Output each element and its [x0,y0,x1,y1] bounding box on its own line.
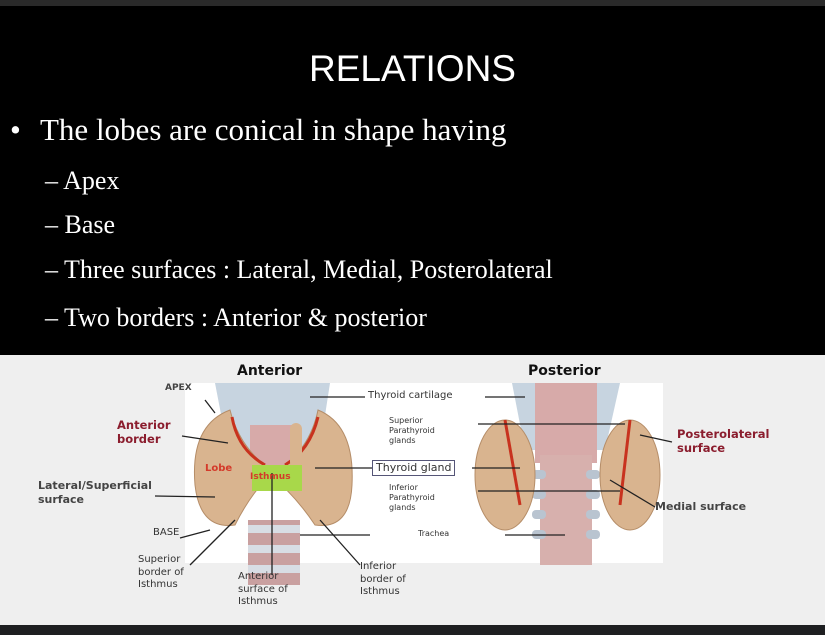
anterior-view [193,383,353,585]
sub-item-base: – Base [45,210,116,239]
posterior-view [474,383,661,565]
label-line: surface [677,441,726,456]
label-line: border [117,432,161,447]
label-line: Isthmus [238,596,278,607]
label-apex: APEX [165,383,192,393]
sub-item-surfaces: – Three surfaces : Lateral, Medial, Post… [45,255,553,284]
label-line: Superior [389,416,423,425]
label-line: Posterolateral [677,427,770,441]
label-line: Lateral/Superficial [38,479,152,492]
label-line: surface of [238,583,288,595]
label-base: BASE [153,527,180,538]
bullet-icon: • [10,112,21,147]
posterior-heading: Posterior [528,363,601,379]
label-line: Isthmus [138,579,178,590]
bottom-strip [0,625,825,635]
label-line: glands [389,503,416,512]
label-line: surface [38,492,84,506]
label-line: Isthmus [360,586,400,597]
bullet-text: The lobes are conical in shape having [40,112,507,147]
label-line: border of [138,566,184,578]
label-thyroid-cartilage: Thyroid cartilage [368,390,453,403]
label-trachea: Trachea [418,529,450,538]
label-line: Inferior [389,483,418,492]
sub-item-apex: – Apex [45,166,120,195]
sub-item-borders: – Two borders : Anterior & posterior [45,303,427,332]
label-line: Superior [138,554,181,565]
label-line: glands [389,436,416,445]
label-medial-surface: Medial surface [655,500,747,513]
thyroid-illustration [154,383,673,585]
label-line: Inferior [360,561,397,572]
label-lobe: Lobe [205,463,233,474]
label-thyroid-gland: Thyroid gland [372,460,456,476]
top-strip [0,0,825,6]
label-isthmus: Isthmus [250,472,291,482]
label-line: border of [360,573,406,585]
anterior-heading: Anterior [237,363,303,379]
label-line: Anterior [117,418,171,432]
label-line: Parathyroid [389,493,435,502]
label-line: Anterior [238,571,279,582]
label-line: Parathyroid [389,426,435,435]
slide-title: RELATIONS [309,48,516,89]
